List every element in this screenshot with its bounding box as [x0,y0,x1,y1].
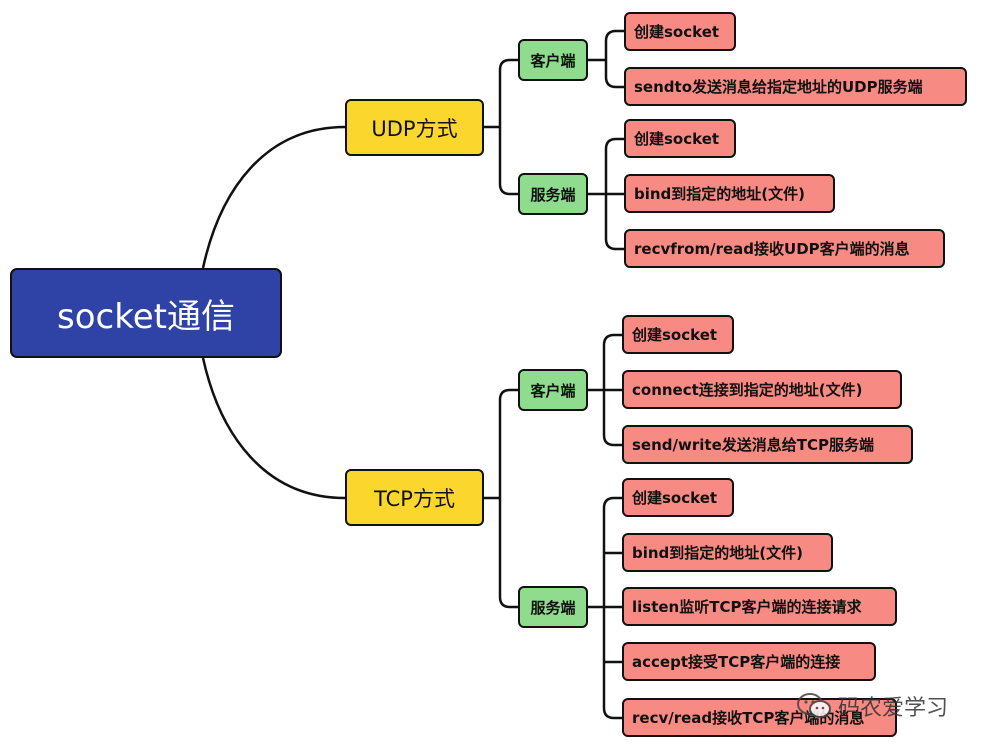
link-udp-client-leaves [588,29,624,89]
leaf-label: connect连接到指定的地址(文件) [632,381,863,399]
leaf-tcp-server-4[interactable]: accept接受TCP客户端的连接 [622,642,876,681]
udp-client-label: 客户端 [530,51,576,70]
link-tcp-server-leaves [588,496,622,720]
tcp-node[interactable]: TCP方式 [345,469,484,526]
udp-server-node[interactable]: 服务端 [518,173,588,215]
udp-node[interactable]: UDP方式 [345,99,484,156]
root-label: socket通信 [57,296,235,337]
tcp-client-node[interactable]: 客户端 [518,369,588,411]
link-tcp-branch [484,388,518,609]
watermark-label: 码农爱学习 [838,696,949,721]
leaf-label: accept接受TCP客户端的连接 [632,653,841,671]
leaf-udp-client-1[interactable]: 创建socket [624,12,736,51]
leaf-udp-server-1[interactable]: 创建socket [624,119,736,158]
leaf-udp-server-2[interactable]: bind到指定的地址(文件) [624,174,835,213]
link-udp-server-leaves [588,137,624,251]
leaf-tcp-server-3[interactable]: listen监听TCP客户端的连接请求 [622,587,897,626]
udp-label: UDP方式 [371,116,458,141]
leaf-label: 创建socket [632,489,718,507]
leaf-tcp-client-3[interactable]: send/write发送消息给TCP服务端 [622,425,913,464]
leaf-udp-server-3[interactable]: recvfrom/read接收UDP客户端的消息 [624,229,945,268]
leaf-tcp-client-2[interactable]: connect连接到指定的地址(文件) [622,370,902,409]
leaf-label: bind到指定的地址(文件) [634,185,806,203]
leaf-label: 创建socket [634,130,720,148]
leaf-label: 创建socket [634,23,720,41]
leaf-label: 创建socket [632,326,718,344]
tcp-server-label: 服务端 [530,598,576,617]
leaf-tcp-server-1[interactable]: 创建socket [622,478,734,517]
leaf-tcp-client-1[interactable]: 创建socket [622,315,734,354]
link-udp-branch [484,58,518,196]
leaf-label: recvfrom/read接收UDP客户端的消息 [634,240,910,258]
leaf-label: send/write发送消息给TCP服务端 [632,436,874,454]
leaf-tcp-server-2[interactable]: bind到指定的地址(文件) [622,533,833,572]
leaf-label: listen监听TCP客户端的连接请求 [632,598,862,616]
udp-server-label: 服务端 [530,185,576,204]
link-root-tcp [201,357,346,500]
leaf-udp-client-2[interactable]: sendto发送消息给指定地址的UDP服务端 [624,67,967,106]
leaf-label: bind到指定的地址(文件) [632,544,804,562]
wechat-icon [797,693,831,718]
link-root-udp [201,125,346,269]
leaf-label: sendto发送消息给指定地址的UDP服务端 [634,78,923,96]
tcp-label: TCP方式 [374,486,455,511]
root-node[interactable]: socket通信 [10,268,282,358]
leaf-tcp-server-5[interactable]: recv/read接收TCP客户端的消息 [622,698,897,737]
watermark: 码农爱学习 [796,690,948,722]
udp-client-node[interactable]: 客户端 [518,39,588,81]
tcp-client-label: 客户端 [530,381,576,400]
link-tcp-client-leaves [588,333,622,447]
tcp-server-node[interactable]: 服务端 [518,586,588,628]
